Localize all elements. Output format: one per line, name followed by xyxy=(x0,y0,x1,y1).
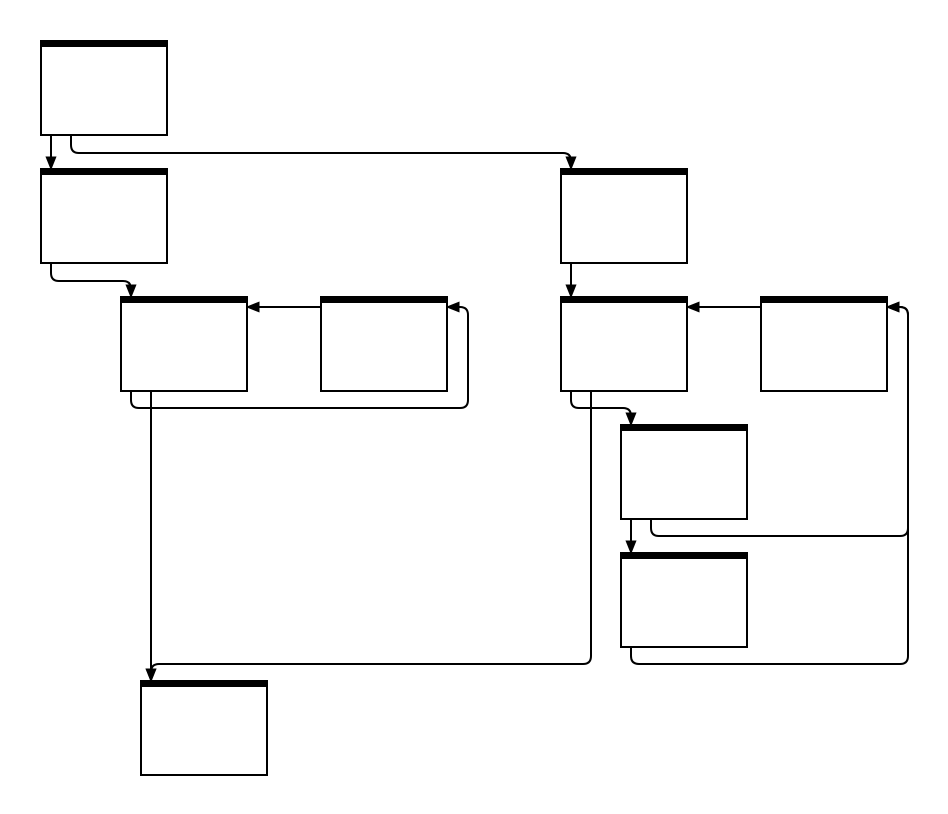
node-header-bar xyxy=(41,169,167,175)
node-header-bar xyxy=(621,425,747,431)
node-n7[interactable] xyxy=(760,296,888,392)
node-body xyxy=(40,168,168,264)
nodes-layer xyxy=(40,40,888,776)
edges-layer xyxy=(45,135,909,683)
node-header-bar xyxy=(761,297,887,303)
node-body xyxy=(560,296,688,392)
node-n6[interactable] xyxy=(560,296,688,392)
edge-n3-n4 xyxy=(130,301,469,409)
node-n9[interactable] xyxy=(620,552,748,648)
edge-n6-n8 xyxy=(570,391,637,427)
node-body xyxy=(760,296,888,392)
edge-n1-n5 xyxy=(70,135,577,171)
node-body xyxy=(40,40,168,136)
node-header-bar xyxy=(321,297,447,303)
node-header-bar xyxy=(621,553,747,559)
node-body xyxy=(320,296,448,392)
node-n5[interactable] xyxy=(560,168,688,264)
node-n4[interactable] xyxy=(320,296,448,392)
node-body xyxy=(620,424,748,520)
node-body xyxy=(560,168,688,264)
node-body xyxy=(140,680,268,776)
edge-n9-n7 xyxy=(630,301,909,665)
node-n10[interactable] xyxy=(140,680,268,776)
node-header-bar xyxy=(141,681,267,687)
node-body xyxy=(620,552,748,648)
edge-n6-n10 xyxy=(145,391,592,683)
node-header-bar xyxy=(561,297,687,303)
node-n3[interactable] xyxy=(120,296,248,392)
node-n1[interactable] xyxy=(40,40,168,136)
node-header-bar xyxy=(121,297,247,303)
edge-n2-n3 xyxy=(50,263,137,299)
node-n2[interactable] xyxy=(40,168,168,264)
node-body xyxy=(120,296,248,392)
node-header-bar xyxy=(561,169,687,175)
node-header-bar xyxy=(41,41,167,47)
node-n8[interactable] xyxy=(620,424,748,520)
